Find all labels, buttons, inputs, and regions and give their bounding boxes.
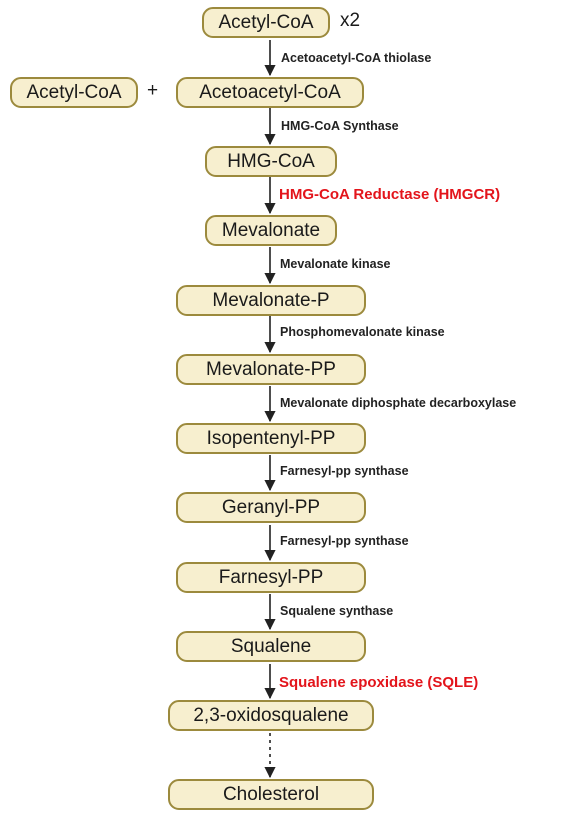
node-mevalonate: Mevalonate <box>205 215 337 246</box>
node-mevalonate-p: Mevalonate-P <box>176 285 366 316</box>
enzyme-decarboxylase: Mevalonate diphosphate decarboxylase <box>280 396 517 410</box>
enzyme-phosphomevalonate-kinase: Phosphomevalonate kinase <box>280 325 445 339</box>
node-geranyl-pp: Geranyl-PP <box>176 492 366 523</box>
node-farnesyl-pp: Farnesyl-PP <box>176 562 366 593</box>
node-acetyl-coa-left: Acetyl-CoA <box>10 77 138 108</box>
enzyme-sqle: Squalene epoxidase (SQLE) <box>279 674 479 691</box>
node-acetoacetyl-coa: Acetoacetyl-CoA <box>176 77 364 108</box>
node-cholesterol: Cholesterol <box>168 779 374 810</box>
plus-sign: + <box>147 80 159 101</box>
enzyme-farnesyl-synthase-1: Farnesyl-pp synthase <box>280 464 409 478</box>
node-hmg-coa: HMG-CoA <box>205 146 337 177</box>
enzyme-squalene-synthase: Squalene synthase <box>280 604 394 618</box>
enzyme-hmg-synthase: HMG-CoA Synthase <box>281 119 399 133</box>
node-isopentenyl-pp: Isopentenyl-PP <box>176 423 366 454</box>
enzyme-thiolase: Acetoacetyl-CoA thiolase <box>281 51 432 65</box>
multiplier-label: x2 <box>340 10 361 31</box>
enzyme-mevalonate-kinase: Mevalonate kinase <box>280 257 391 271</box>
node-acetyl-coa-top: Acetyl-CoA <box>202 7 330 38</box>
enzyme-farnesyl-synthase-2: Farnesyl-pp synthase <box>280 534 409 548</box>
enzyme-hmgcr: HMG-CoA Reductase (HMGCR) <box>279 186 501 203</box>
node-squalene: Squalene <box>176 631 366 662</box>
node-mevalonate-pp: Mevalonate-PP <box>176 354 366 385</box>
node-oxidosqualene: 2,3-oxidosqualene <box>168 700 374 731</box>
